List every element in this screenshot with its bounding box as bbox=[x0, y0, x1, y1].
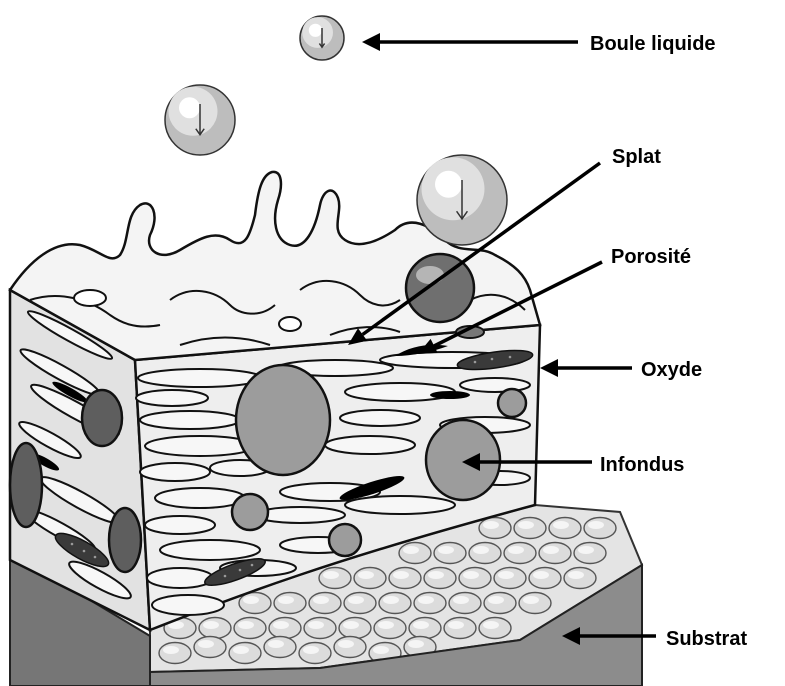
substrate-grain-highlight bbox=[483, 621, 499, 629]
label-oxyde: Oxyde bbox=[641, 359, 702, 381]
substrate-grain-highlight bbox=[453, 596, 469, 604]
arrow-head bbox=[362, 33, 380, 51]
substrate-grain-highlight bbox=[568, 571, 584, 579]
splat-lamella bbox=[147, 568, 213, 588]
porosity bbox=[430, 391, 470, 399]
droplet-highlight bbox=[435, 171, 462, 198]
oxide-speck bbox=[251, 564, 254, 567]
splat-lamella bbox=[145, 516, 215, 534]
substrate-grain-highlight bbox=[383, 596, 399, 604]
substrate-grain-highlight bbox=[238, 621, 254, 629]
unmelted-particle bbox=[329, 524, 361, 556]
arrow-head bbox=[540, 359, 558, 377]
splat-lamella bbox=[155, 488, 245, 508]
arrow-boule-liquide bbox=[362, 33, 578, 51]
liquid-droplet bbox=[165, 85, 235, 155]
substrate-grain-highlight bbox=[308, 621, 324, 629]
substrate-grain-highlight bbox=[588, 521, 604, 529]
substrate-grain-highlight bbox=[403, 546, 419, 554]
oxide-speck bbox=[509, 356, 512, 359]
unmelted-particle bbox=[10, 443, 42, 527]
liquid-droplet bbox=[300, 16, 344, 60]
splat-lamella bbox=[136, 390, 208, 406]
splat-lamella bbox=[340, 410, 420, 426]
substrate-grain-highlight bbox=[278, 596, 294, 604]
droplet-highlight bbox=[179, 97, 200, 118]
substrate-grain-highlight bbox=[498, 571, 514, 579]
oxide-speck bbox=[94, 556, 97, 559]
splat-lamella bbox=[345, 496, 455, 514]
substrate-grain-highlight bbox=[373, 646, 389, 654]
substrate-grain-highlight bbox=[448, 621, 464, 629]
substrate-grain-highlight bbox=[198, 640, 214, 648]
substrate-grain-highlight bbox=[418, 596, 434, 604]
substrate-grain-highlight bbox=[323, 571, 339, 579]
substrate-grain-highlight bbox=[338, 640, 354, 648]
label-boule-liquide: Boule liquide bbox=[590, 33, 716, 55]
substrate-grain-highlight bbox=[303, 646, 319, 654]
droplet-body bbox=[406, 254, 474, 322]
unmelted-particle bbox=[232, 494, 268, 530]
substrate-grain-highlight bbox=[523, 596, 539, 604]
substrate-grain-highlight bbox=[268, 640, 284, 648]
liquid-droplet bbox=[417, 155, 507, 245]
substrate-grain-highlight bbox=[393, 571, 409, 579]
substrate-grain-highlight bbox=[553, 521, 569, 529]
substrate-grain-highlight bbox=[203, 621, 219, 629]
unmelted-particle bbox=[82, 390, 122, 446]
substrate-grain-highlight bbox=[508, 546, 524, 554]
substrate-grain-highlight bbox=[438, 546, 454, 554]
oxide-speck bbox=[71, 543, 74, 546]
splat-lamella bbox=[140, 411, 240, 429]
substrate-grain-highlight bbox=[518, 521, 534, 529]
substrate-grain-highlight bbox=[378, 621, 394, 629]
oxide-speck bbox=[474, 361, 477, 364]
oxide-speck bbox=[83, 550, 86, 553]
substrate-grain-highlight bbox=[473, 546, 489, 554]
splat-lamella bbox=[160, 540, 260, 560]
unmelted-particle bbox=[109, 508, 141, 572]
substrate-grain-highlight bbox=[273, 621, 289, 629]
substrate-grain-highlight bbox=[313, 596, 329, 604]
splat-lamella bbox=[138, 369, 262, 387]
substrate-grain-highlight bbox=[163, 646, 179, 654]
substrate-grain-highlight bbox=[408, 640, 424, 648]
substrate-grain-highlight bbox=[243, 596, 259, 604]
splat-hole bbox=[74, 290, 106, 306]
label-substrat: Substrat bbox=[666, 628, 747, 650]
substrate-grain-highlight bbox=[533, 571, 549, 579]
substrate-grain-highlight bbox=[358, 571, 374, 579]
arrow-oxyde bbox=[540, 359, 632, 377]
substrate-grain-highlight bbox=[343, 621, 359, 629]
splat-lamella bbox=[152, 595, 224, 615]
substrate-grain-highlight bbox=[348, 596, 364, 604]
substrate-grain-highlight bbox=[578, 546, 594, 554]
splat-hole bbox=[279, 317, 301, 331]
substrate-grain-highlight bbox=[463, 571, 479, 579]
substrate-grain-highlight bbox=[483, 521, 499, 529]
oxide-speck bbox=[491, 358, 494, 361]
substrate-grain-highlight bbox=[488, 596, 504, 604]
splat-lamella bbox=[140, 463, 210, 481]
substrate-grain-highlight bbox=[413, 621, 429, 629]
unmelted-particle bbox=[498, 389, 526, 417]
droplet-highlight bbox=[416, 266, 444, 284]
splat-lamella bbox=[325, 436, 415, 454]
substrate-grain-highlight bbox=[543, 546, 559, 554]
unmelted-particle bbox=[426, 420, 500, 500]
impacting-droplet bbox=[406, 254, 474, 322]
label-infondus: Infondus bbox=[600, 454, 684, 476]
label-porosite: Porosité bbox=[611, 246, 691, 268]
unmelted-particle bbox=[236, 365, 330, 475]
label-splat: Splat bbox=[612, 146, 661, 168]
substrate-grain-highlight bbox=[233, 646, 249, 654]
droplet-highlight bbox=[309, 24, 322, 37]
oxide-speck bbox=[239, 569, 242, 572]
oxide-speck bbox=[224, 575, 227, 578]
substrate-grain-highlight bbox=[428, 571, 444, 579]
